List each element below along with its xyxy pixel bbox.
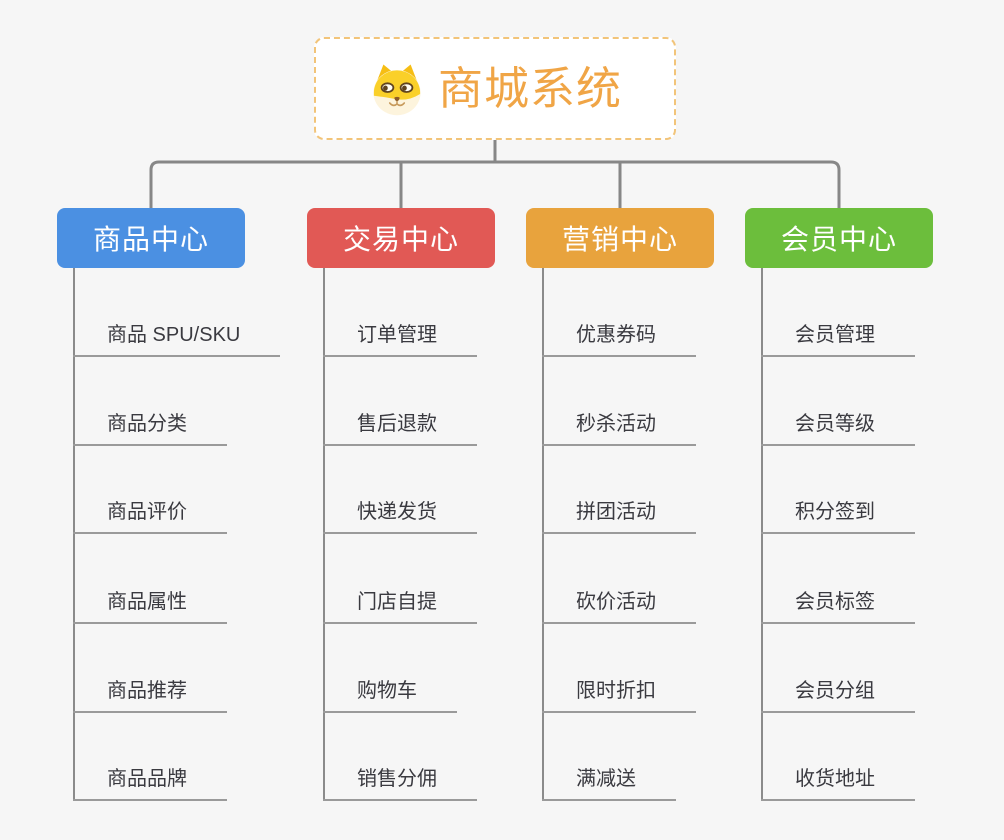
- child-topic[interactable]: 满减送: [542, 766, 676, 801]
- child-topic[interactable]: 拼团活动: [542, 499, 696, 534]
- dog-face-icon: [368, 61, 426, 117]
- branch-header[interactable]: 商品中心: [57, 208, 245, 268]
- child-topic[interactable]: 商品属性: [73, 589, 227, 624]
- child-topic[interactable]: 快递发货: [323, 499, 477, 534]
- child-topic[interactable]: 门店自提: [323, 589, 477, 624]
- branch-label: 交易中心: [342, 224, 459, 255]
- child-topic[interactable]: 会员等级: [761, 411, 915, 446]
- child-topic[interactable]: 商品评价: [73, 499, 227, 534]
- branch-label: 营销中心: [561, 224, 678, 255]
- branch-connector-line: [323, 268, 325, 801]
- child-topic[interactable]: 商品 SPU/SKU: [73, 322, 281, 357]
- branch-label: 会员中心: [780, 224, 897, 255]
- child-topic[interactable]: 售后退款: [323, 411, 477, 446]
- branch-children: 订单管理售后退款快递发货门店自提购物车销售分佣: [307, 268, 557, 813]
- child-topic[interactable]: 商品推荐: [73, 678, 227, 713]
- root-title: 商城系统: [437, 63, 622, 114]
- child-topic[interactable]: 会员标签: [761, 589, 915, 624]
- root-node[interactable]: 商城系统: [314, 37, 676, 140]
- branch-header[interactable]: 会员中心: [745, 208, 933, 268]
- child-topic[interactable]: 订单管理: [323, 322, 477, 357]
- child-topic[interactable]: 商品分类: [73, 411, 227, 446]
- child-topic[interactable]: 限时折扣: [542, 678, 696, 713]
- child-topic[interactable]: 收货地址: [761, 766, 915, 801]
- branch-children: 优惠券码秒杀活动拼团活动砍价活动限时折扣满减送: [526, 268, 776, 813]
- child-topic[interactable]: 砍价活动: [542, 589, 696, 624]
- branch-1: 商品中心 商品 SPU/SKU 商品分类商品评价商品属性商品推荐商品品牌: [57, 208, 307, 801]
- branch-connector-line: [73, 268, 75, 801]
- branch-connector-line: [761, 268, 763, 801]
- branch-label: 商品中心: [92, 224, 209, 255]
- child-topic[interactable]: 商品品牌: [73, 766, 227, 801]
- branch-3: 营销中心 优惠券码秒杀活动拼团活动砍价活动限时折扣满减送: [526, 208, 776, 801]
- branch-4: 会员中心 会员管理会员等级积分签到会员标签会员分组收货地址: [745, 208, 995, 801]
- child-topic[interactable]: 会员分组: [761, 678, 915, 713]
- branch-children: 商品 SPU/SKU 商品分类商品评价商品属性商品推荐商品品牌: [57, 268, 307, 813]
- child-topic[interactable]: 销售分佣: [323, 766, 477, 801]
- child-topic[interactable]: 优惠券码: [542, 322, 696, 357]
- child-topic[interactable]: 购物车: [323, 678, 457, 713]
- branch-connector-line: [542, 268, 544, 801]
- branch-header[interactable]: 交易中心: [307, 208, 495, 268]
- child-topic[interactable]: 积分签到: [761, 499, 915, 534]
- child-topic[interactable]: 会员管理: [761, 322, 915, 357]
- branch-children: 会员管理会员等级积分签到会员标签会员分组收货地址: [745, 268, 995, 813]
- branch-2: 交易中心 订单管理售后退款快递发货门店自提购物车销售分佣: [307, 208, 557, 801]
- branch-header[interactable]: 营销中心: [526, 208, 714, 268]
- child-topic[interactable]: 秒杀活动: [542, 411, 696, 446]
